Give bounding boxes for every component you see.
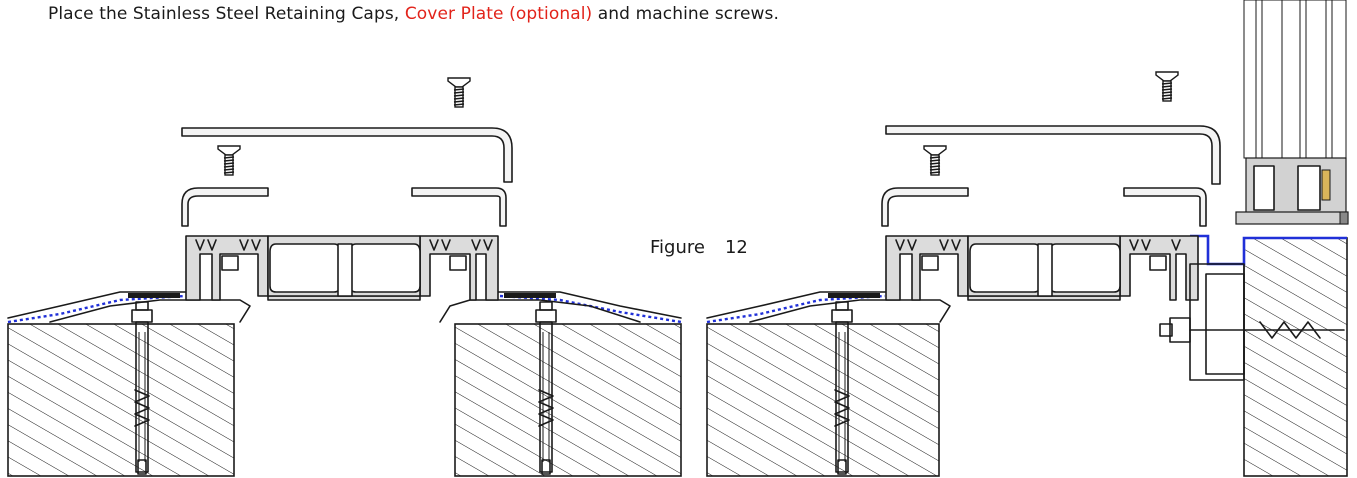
figure-label: Figure [650, 237, 705, 258]
figure-number: 12 [724, 237, 748, 258]
right-cover-plate [885, 125, 1221, 185]
right-wall-substrate [1243, 237, 1348, 477]
right-substrate-a [706, 323, 940, 477]
right-glazing-frame [1235, 0, 1349, 225]
left-cover-plate [181, 127, 513, 183]
left-retaining-cap-b [411, 187, 507, 227]
instruction-prefix: Place the Stainless Steel Retaining Caps… [48, 4, 405, 24]
instruction-highlight: Cover Plate (optional) [404, 4, 593, 24]
figure-caption: Figure 12 [650, 237, 748, 258]
right-membrane-a [706, 294, 886, 324]
right-retaining-cap-b [1123, 187, 1207, 227]
right-assembly [706, 0, 1349, 477]
left-substrate-b [454, 323, 682, 477]
right-retaining-cap-a [881, 187, 969, 227]
left-retaining-cap-a [181, 187, 269, 227]
instruction-text: Place the Stainless Steel Retaining Caps… [48, 4, 779, 24]
instruction-suffix: and machine screws. [592, 4, 779, 24]
left-substrate-a [7, 323, 235, 477]
left-assembly [7, 77, 682, 477]
